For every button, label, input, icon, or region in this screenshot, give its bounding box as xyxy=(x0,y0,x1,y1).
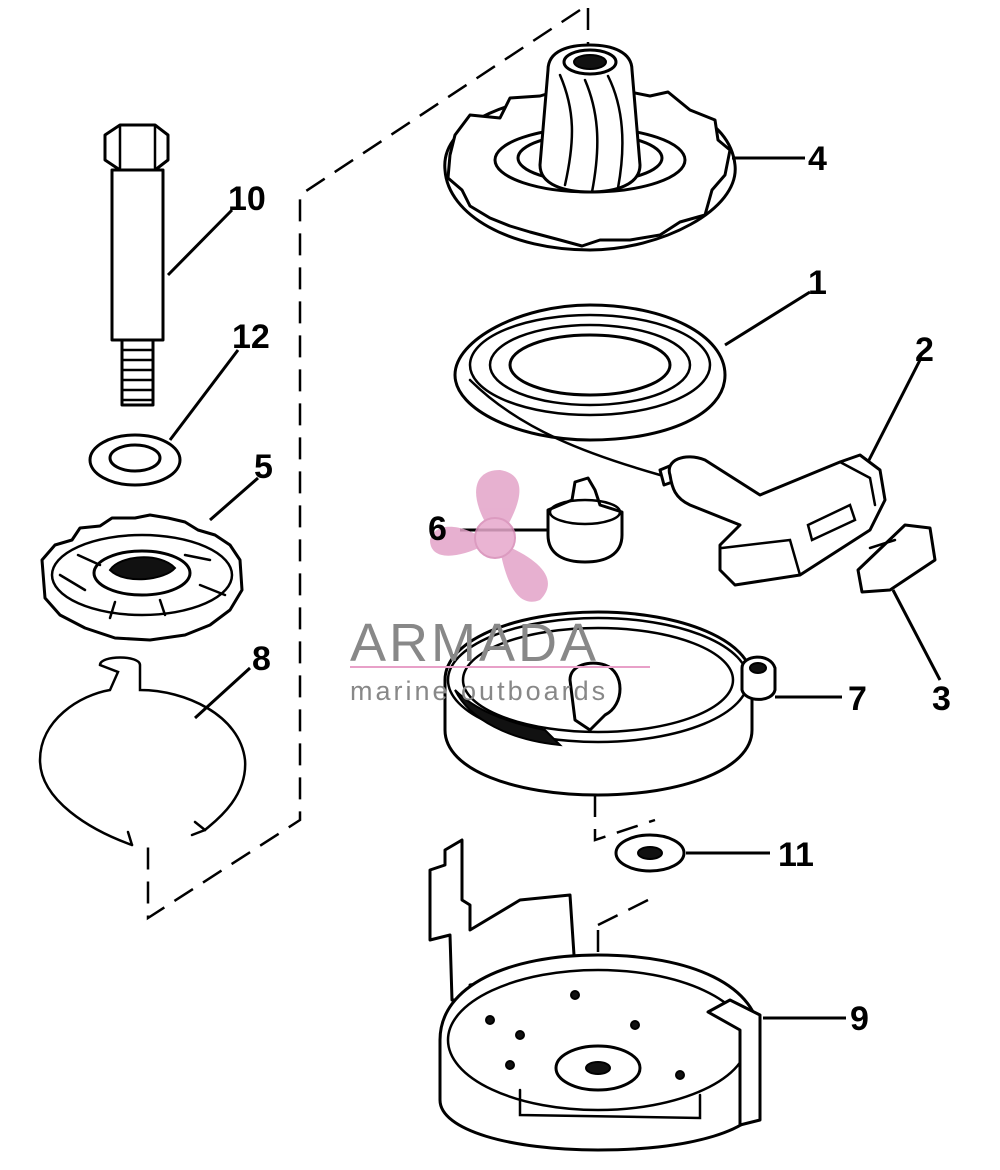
part-6-retainer xyxy=(546,476,624,564)
watermark-divider xyxy=(350,666,650,668)
part-9-housing xyxy=(428,838,762,1152)
callout-7: 7 xyxy=(848,680,867,718)
callout-8: 8 xyxy=(252,640,271,678)
part-10-bolt xyxy=(103,123,170,407)
callout-12: 12 xyxy=(232,318,270,356)
part-4-pinion-assembly xyxy=(443,43,737,252)
callout-6: 6 xyxy=(428,510,447,548)
part-1-rope-coil xyxy=(453,303,727,487)
part-2-starter-handle xyxy=(667,453,887,587)
part-8-spring-clip xyxy=(38,656,247,847)
watermark-title: ARMADA xyxy=(350,613,600,673)
callout-9: 9 xyxy=(850,1000,869,1038)
callout-5: 5 xyxy=(254,448,273,486)
part-5-drive-gear xyxy=(40,513,244,642)
leader-lines xyxy=(166,156,942,1020)
propeller-icon xyxy=(430,470,548,602)
callout-11: 11 xyxy=(778,836,814,874)
part-11-washer xyxy=(614,833,686,873)
watermark-subtitle: marine outboards xyxy=(350,676,609,706)
callout-2: 2 xyxy=(915,331,934,369)
callout-4: 4 xyxy=(808,140,827,178)
part-7-pulley xyxy=(443,610,777,797)
callout-1: 1 xyxy=(808,264,827,302)
part-12-washer xyxy=(88,433,182,487)
callout-3: 3 xyxy=(932,680,951,718)
part-3-handle-insert xyxy=(856,523,937,594)
callout-10: 10 xyxy=(228,180,266,218)
